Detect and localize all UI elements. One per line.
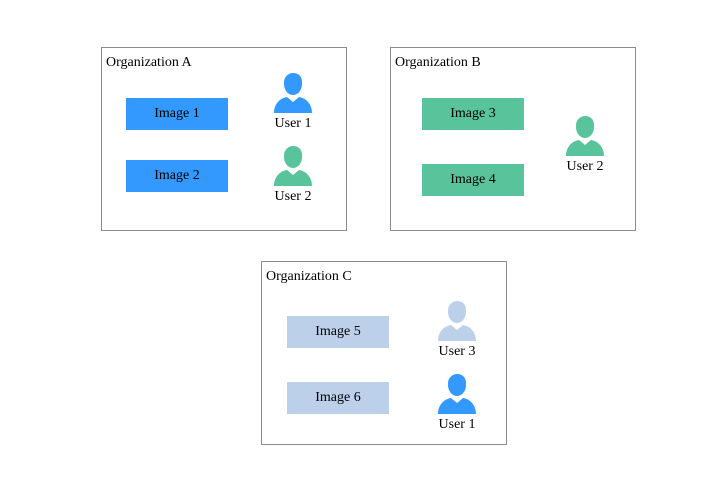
organization-b-box: Organization B Image 3 Image 4 User 2 xyxy=(390,47,636,231)
image-label: Image 3 xyxy=(450,106,496,121)
user-icon xyxy=(438,374,476,414)
image-4-box: Image 4 xyxy=(422,164,524,196)
image-label: Image 1 xyxy=(154,106,200,121)
organization-title: Organization A xyxy=(106,55,192,70)
user-icon xyxy=(274,73,312,113)
user-icon xyxy=(438,301,476,341)
image-5-box: Image 5 xyxy=(287,316,389,348)
user-2: User 2 xyxy=(263,144,323,205)
image-label: Image 5 xyxy=(315,324,361,339)
organization-a-box: Organization A Image 1 Image 2 User 1 Us… xyxy=(101,47,347,231)
image-1-box: Image 1 xyxy=(126,98,228,130)
user-icon xyxy=(274,146,312,186)
user-icon xyxy=(566,116,604,156)
user-label: User 1 xyxy=(274,116,312,131)
user-3: User 3 xyxy=(427,299,487,360)
user-label: User 2 xyxy=(566,159,604,174)
image-6-box: Image 6 xyxy=(287,382,389,414)
organization-title: Organization C xyxy=(266,269,352,284)
user-label: User 2 xyxy=(274,189,312,204)
image-label: Image 4 xyxy=(450,172,496,187)
image-2-box: Image 2 xyxy=(126,160,228,192)
user-1: User 1 xyxy=(427,372,487,433)
user-label: User 1 xyxy=(438,417,476,432)
organization-c-box: Organization C Image 5 Image 6 User 3 Us… xyxy=(261,261,507,445)
organization-title: Organization B xyxy=(395,55,481,70)
user-2: User 2 xyxy=(555,114,615,175)
user-label: User 3 xyxy=(438,344,476,359)
image-label: Image 2 xyxy=(154,168,200,183)
image-3-box: Image 3 xyxy=(422,98,524,130)
user-1: User 1 xyxy=(263,71,323,132)
image-label: Image 6 xyxy=(315,390,361,405)
